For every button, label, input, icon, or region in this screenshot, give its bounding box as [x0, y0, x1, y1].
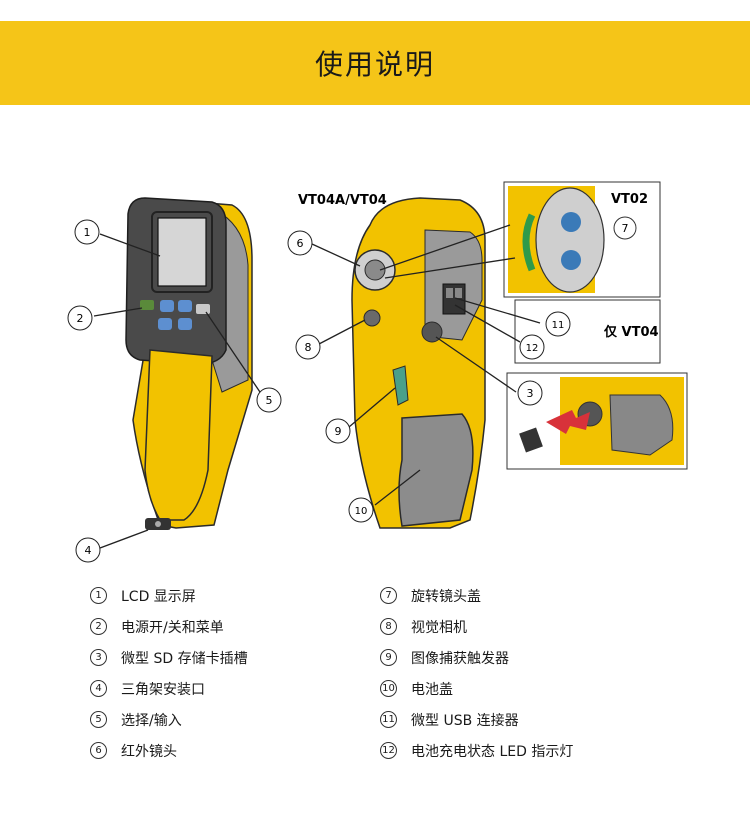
battery-cover: [398, 413, 474, 527]
inset-vt02-label: VT02: [611, 192, 648, 207]
svg-text:8: 8: [305, 341, 312, 354]
legend-item: 3 微型 SD 存储卡插槽: [90, 642, 248, 673]
callout-11: 11: [545, 311, 571, 337]
legend-item: 12 电池充电状态 LED 指示灯: [380, 735, 573, 766]
down-button[interactable]: [178, 300, 192, 312]
right-button[interactable]: [178, 318, 192, 330]
legend-right-column: 7 旋转镜头盖 8 视觉相机 9 图像捕获触发器 10 电池盖 11 微型 USB 连接器…: [380, 580, 573, 766]
capture-trigger: [392, 365, 409, 406]
legend-item: 8 视觉相机: [380, 611, 573, 642]
power-menu-button[interactable]: [140, 300, 154, 310]
legend-item: 7 旋转镜头盖: [380, 580, 573, 611]
legend-text: 微型 USB 连接器: [411, 712, 519, 729]
callout-6: 6: [287, 230, 313, 256]
legend-number: 1: [90, 587, 107, 604]
svg-text:11: 11: [552, 320, 565, 331]
callout-7: 7: [622, 222, 629, 235]
inset-vt04-label: 仅 VT04: [603, 324, 659, 340]
legend-text: 旋转镜头盖: [411, 588, 481, 605]
legend-item: 9 图像捕获触发器: [380, 642, 573, 673]
svg-text:5: 5: [266, 394, 273, 407]
legend-text: LCD 显示屏: [121, 588, 196, 605]
legend-number: 3: [90, 649, 107, 666]
page-title: 使用说明: [314, 48, 435, 81]
callout-4: 4: [75, 537, 101, 563]
legend-text: 电源开/关和菜单: [121, 619, 224, 636]
product-diagram: VT02 7 仅 VT04 1 2 3 4 5: [67, 181, 688, 563]
up-button[interactable]: [160, 300, 174, 312]
callout-12: 12: [519, 334, 545, 360]
legend-number: 8: [380, 618, 397, 635]
legend-text: 视觉相机: [411, 619, 467, 636]
callout-10: 10: [348, 497, 374, 523]
legend-number: 10: [380, 680, 397, 697]
legend-item: 4 三角架安装口: [90, 673, 248, 704]
legend-item: 11 微型 USB 连接器: [380, 704, 573, 735]
svg-text:12: 12: [526, 343, 539, 354]
legend-text: 红外镜头: [121, 743, 177, 760]
legend-text: 微型 SD 存储卡插槽: [121, 650, 248, 667]
inset-vt02: VT02 7: [503, 181, 661, 298]
legend-text: 电池充电状态 LED 指示灯: [411, 743, 574, 760]
callout-3: 3: [517, 380, 543, 406]
legend-number: 4: [90, 680, 107, 697]
svg-text:10: 10: [355, 506, 368, 517]
svg-text:1: 1: [84, 226, 91, 239]
legend-number: 7: [380, 587, 397, 604]
front-view-label: VT04A/VT04: [298, 193, 387, 208]
callout-8: 8: [295, 334, 321, 360]
callouts: 1 2 3 4 5 6 8 9 10 11 12: [67, 219, 571, 563]
header-banner: 使用说明: [0, 21, 750, 105]
select-enter-button[interactable]: [196, 304, 210, 314]
svg-text:9: 9: [335, 425, 342, 438]
legend-number: 6: [90, 742, 107, 759]
legend-number: 11: [380, 711, 397, 728]
svg-text:6: 6: [297, 237, 304, 250]
inset-sd-card: [506, 372, 688, 470]
legend-item: 5 选择/输入: [90, 704, 248, 735]
device-side-view: [351, 197, 486, 529]
device-front-view: [125, 197, 253, 530]
legend-item: 2 电源开/关和菜单: [90, 611, 248, 642]
legend-number: 12: [380, 742, 397, 759]
callout-9: 9: [325, 418, 351, 444]
legend-item: 1 LCD 显示屏: [90, 580, 248, 611]
visual-camera: [363, 309, 381, 327]
left-button[interactable]: [158, 318, 172, 330]
callout-1: 1: [74, 219, 100, 245]
legend-text: 三角架安装口: [121, 681, 205, 698]
legend-text: 选择/输入: [121, 712, 182, 729]
callout-5: 5: [256, 387, 282, 413]
legend-text: 电池盖: [411, 681, 453, 698]
legend-number: 5: [90, 711, 107, 728]
legend-number: 2: [90, 618, 107, 635]
svg-text:2: 2: [77, 312, 84, 325]
legend-item: 10 电池盖: [380, 673, 573, 704]
legend-item: 6 红外镜头: [90, 735, 248, 766]
callout-2: 2: [67, 305, 93, 331]
legend-number: 9: [380, 649, 397, 666]
svg-text:4: 4: [85, 544, 92, 557]
legend-text: 图像捕获触发器: [411, 650, 509, 667]
svg-text:3: 3: [527, 387, 534, 400]
